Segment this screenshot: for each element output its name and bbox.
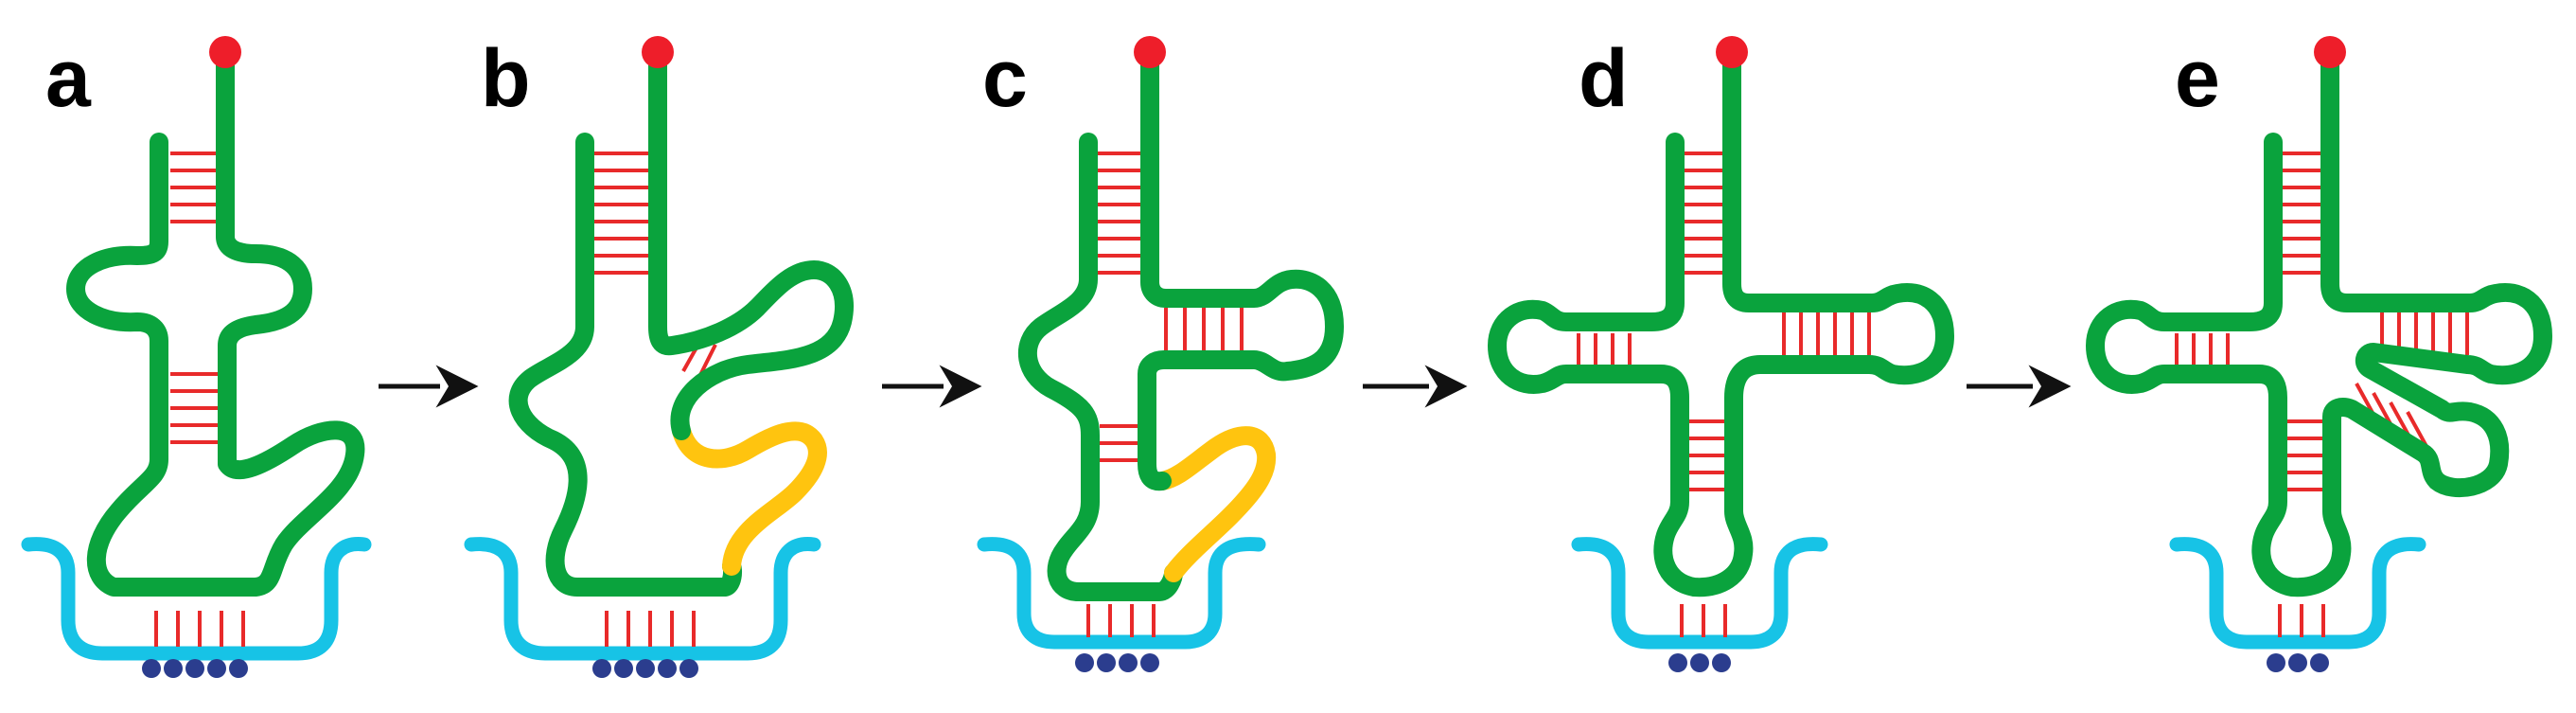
ribosome-platform-icon — [1571, 537, 1828, 650]
terminal-cap-icon — [2314, 36, 2346, 68]
panel-label-c: c — [982, 33, 1028, 124]
anchor-base-pairs — [1680, 604, 1727, 637]
rna-strand-alternate-segment — [1153, 426, 1277, 582]
rna-strand — [648, 43, 854, 440]
stem-base-pairs — [170, 152, 218, 444]
panel-d — [1488, 36, 1954, 672]
rna-strand — [1017, 133, 1183, 601]
rna-strand — [1488, 43, 1954, 597]
platform-dots-icon — [2267, 653, 2329, 672]
panel-label-a: a — [45, 33, 92, 124]
terminal-cap-icon — [1716, 36, 1748, 68]
platform-dots-icon — [1668, 653, 1731, 672]
rna-strand-alternate-segment — [672, 421, 827, 576]
panel-a — [21, 36, 372, 678]
rna-strand — [66, 43, 365, 597]
rna-strand — [1138, 43, 1344, 491]
rna-strand — [2086, 43, 2552, 597]
ribosome-platform-icon — [977, 537, 1266, 650]
panel-b — [464, 36, 854, 678]
ribosome-platform-icon — [464, 537, 821, 661]
platform-dots-icon — [1075, 653, 1159, 672]
anchor-base-pairs — [1086, 604, 1156, 637]
stem-base-pairs — [594, 152, 717, 376]
rna-strand — [508, 133, 742, 597]
panel-c — [977, 36, 1344, 672]
panel-e — [2086, 36, 2552, 672]
terminal-cap-icon — [1134, 36, 1166, 68]
terminal-cap-icon — [209, 36, 241, 68]
platform-dots-icon — [592, 659, 698, 678]
terminal-cap-icon — [642, 36, 674, 68]
panel-label-b: b — [481, 33, 531, 124]
ribosome-platform-icon — [2169, 537, 2426, 650]
platform-dots-icon — [142, 659, 248, 678]
anchor-base-pairs — [2278, 604, 2325, 637]
panel-label-e: e — [2175, 33, 2220, 124]
anchor-base-pairs — [154, 611, 245, 647]
ribosome-platform-icon — [21, 537, 372, 661]
panel-label-d: d — [1579, 33, 1629, 124]
anchor-base-pairs — [605, 611, 696, 647]
